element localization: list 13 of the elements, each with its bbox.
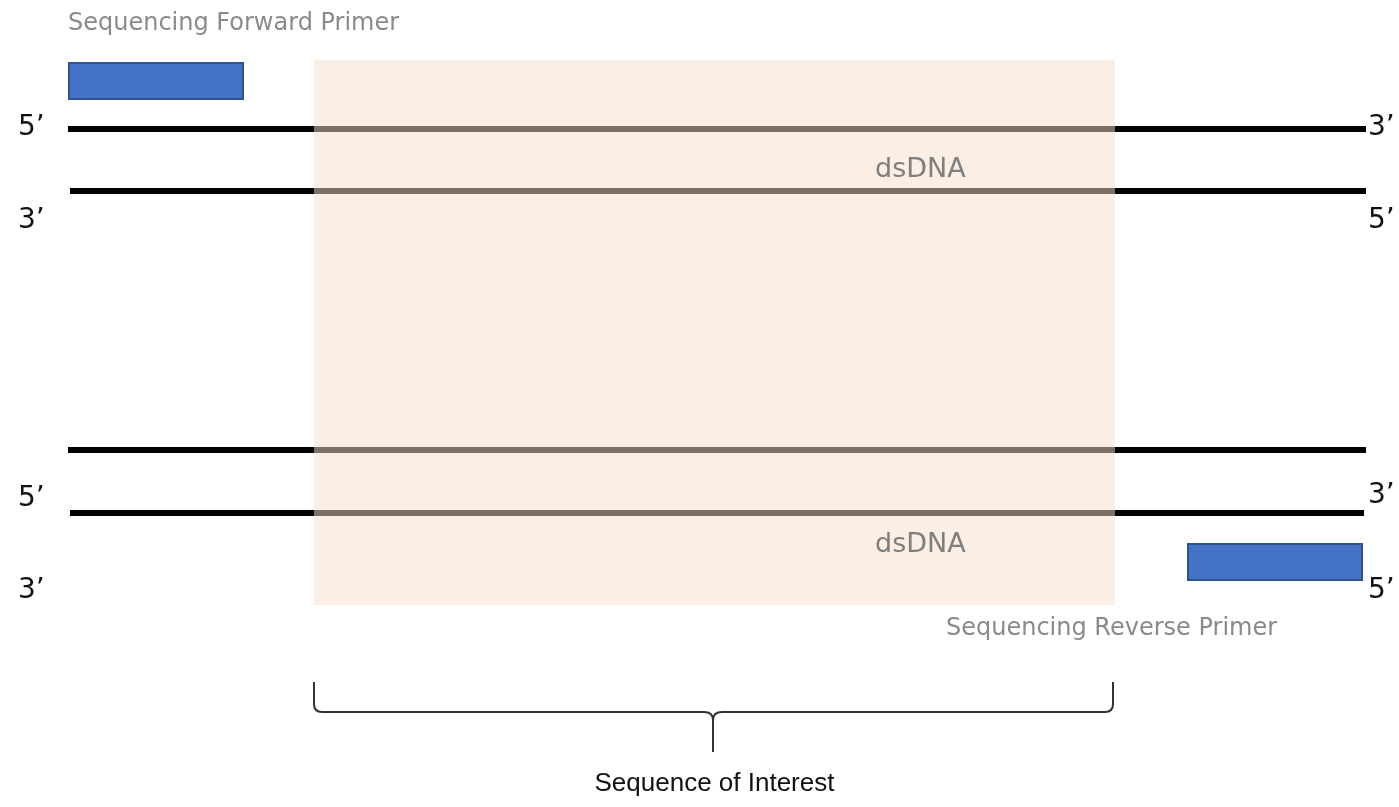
end-label: 3’ xyxy=(18,203,45,235)
primer-label: Sequencing Forward Primer xyxy=(68,8,400,36)
end-label: 5’ xyxy=(1368,203,1395,235)
end-label: 5’ xyxy=(18,110,45,142)
end-label: 5’ xyxy=(1368,573,1395,605)
end-label: 5’ xyxy=(18,481,45,513)
end-label: 3’ xyxy=(1368,110,1395,142)
region-label: Sequence of Interest xyxy=(593,766,836,798)
primer-label: Sequencing Reverse Primer xyxy=(946,613,1278,641)
strand-label: dsDNA xyxy=(875,152,966,184)
strand-label: dsDNA xyxy=(875,527,966,559)
end-label: 3’ xyxy=(1368,478,1395,510)
end-label: 3’ xyxy=(18,573,45,605)
